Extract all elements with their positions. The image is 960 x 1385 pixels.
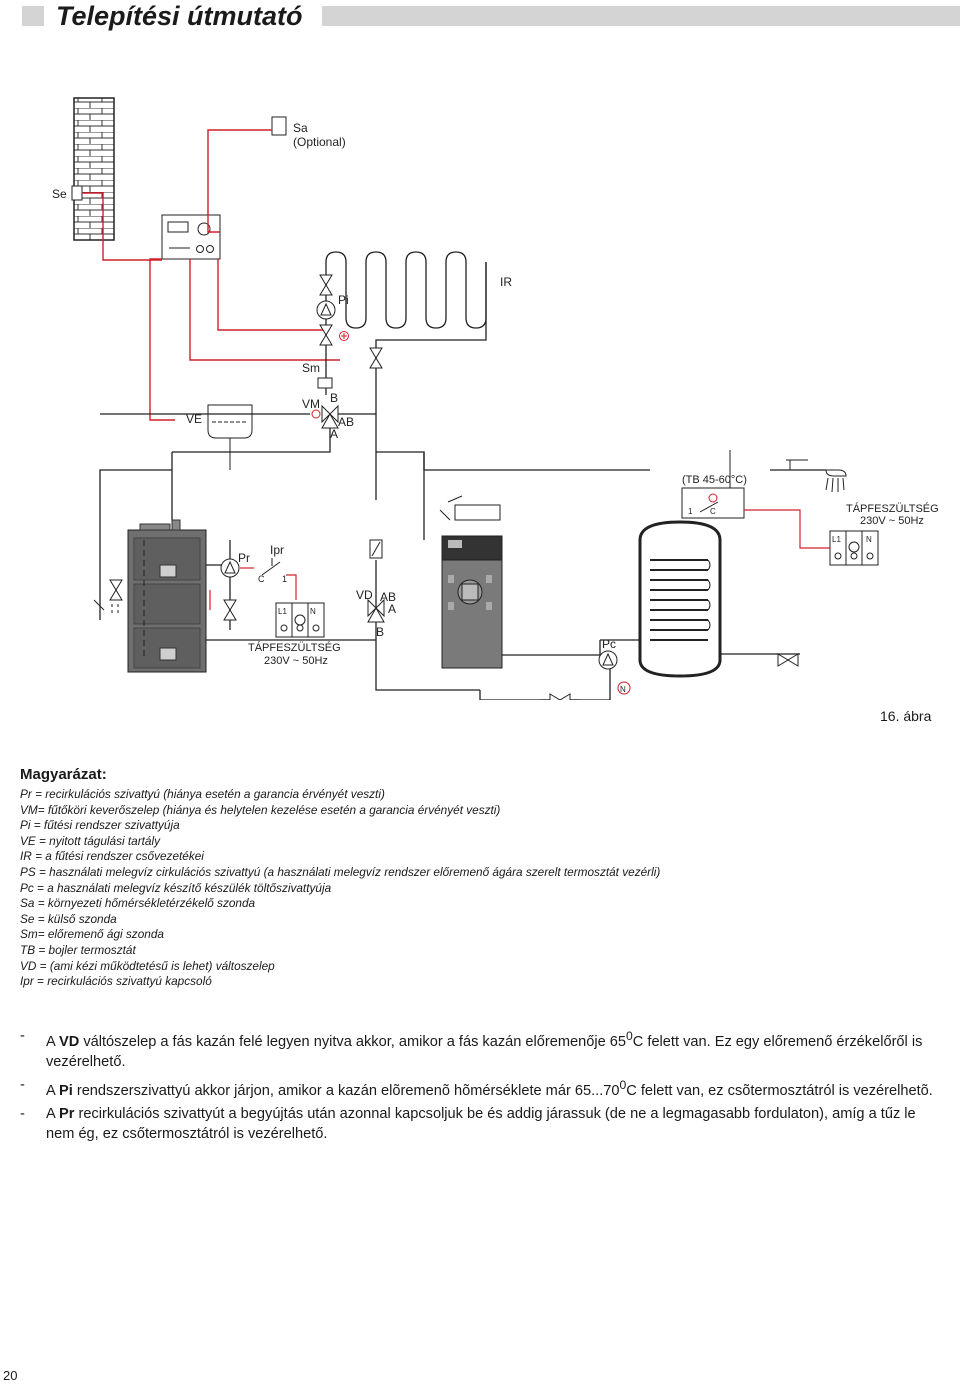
- header-square: [22, 6, 44, 26]
- label-vd-a: A: [388, 602, 396, 616]
- note-post: C felett van. Ez egy előremenő érzékelőr…: [46, 1033, 923, 1070]
- charging-pump-pc: [598, 650, 631, 695]
- cold-water-valve: [549, 693, 571, 700]
- note-bold: Pi: [58, 1082, 73, 1099]
- label-vm: VM: [302, 397, 320, 411]
- label-vd-b: B: [376, 625, 384, 639]
- note-pre: A: [46, 1105, 59, 1122]
- legend-item: Pc = a használati melegvíz készítő készü…: [20, 880, 332, 895]
- note-pre: A: [46, 1082, 59, 1099]
- label-pr: Pr: [238, 551, 250, 565]
- legend-item: VE = nyitott tágulási tartály: [20, 833, 160, 848]
- label-sa: Sa: [293, 121, 308, 135]
- note-text: recirkulációs szivattyút a begyújtás utá…: [46, 1105, 916, 1142]
- legend-item: Pr = recirkulációs szivattyú (hiánya ese…: [20, 787, 385, 801]
- note-bold: VD: [58, 1033, 80, 1050]
- page-number: 20: [3, 1368, 18, 1383]
- heating-pipe-coil: [325, 251, 487, 400]
- label-n-right: N: [866, 535, 872, 544]
- label-vm-b: B: [330, 391, 338, 405]
- label-l1-left: L1: [278, 607, 287, 616]
- legend-title: Magyarázat:: [20, 766, 107, 783]
- label-pc: Pc: [602, 637, 616, 651]
- label-tb-1: 1: [688, 507, 693, 516]
- mixing-valve-vm: [311, 404, 339, 429]
- label-vd: VD: [356, 588, 373, 602]
- note-dash: -: [20, 1105, 25, 1122]
- hot-water-tank: [638, 520, 722, 678]
- legend-item: VM= fűtőköri keverőszelep (hiánya és hel…: [20, 802, 501, 817]
- label-sa-optional: (Optional): [293, 135, 346, 149]
- label-ir: IR: [500, 275, 512, 289]
- note-sup: 0: [619, 1077, 627, 1092]
- label-power-right: TÁPFESZÜLTSÉG: [846, 502, 939, 515]
- tank-drain-valve: [777, 653, 799, 667]
- right-power-terminal: [829, 530, 879, 566]
- page-title: Telepítési útmutató: [56, 1, 303, 31]
- notes: - A VD váltószelep a fás kazán felé legye…: [20, 1026, 940, 1147]
- return-valve: [369, 347, 383, 369]
- note-item: - A Pi rendszerszivattyú akkor járjon, am…: [20, 1075, 940, 1101]
- diverting-valve-vd: [367, 539, 385, 623]
- heating-pump-pi: [316, 274, 349, 395]
- label-vm-a: A: [330, 427, 338, 441]
- label-n-left: N: [310, 607, 316, 616]
- label-vd-ab: AB: [380, 590, 396, 604]
- label-pi: Pi: [338, 293, 349, 307]
- label-l1-right: L1: [832, 535, 841, 544]
- label-n-pc: N: [620, 685, 626, 694]
- note-text: rendszerszivattyú akkor járjon, amikor a…: [72, 1082, 620, 1099]
- outdoor-sensor: [71, 185, 83, 201]
- legend-item: VD = (ami kézi működtetésű is lehet) vál…: [20, 958, 275, 973]
- label-power-left: TÁPFESZÜLTSÉG: [248, 641, 341, 654]
- label-se: Se: [52, 187, 67, 201]
- note-dash: -: [20, 1028, 25, 1044]
- legend-item: Sm= előremenő ági szonda: [20, 927, 164, 942]
- gas-boiler-safety-group: [454, 504, 501, 521]
- left-safety-valve: [109, 579, 123, 601]
- ipr-switch: [261, 558, 281, 576]
- flow-sensor: [317, 377, 333, 389]
- legend-item: Sa = környezeti hőmérsékletérzékelő szon…: [20, 896, 256, 911]
- legend: Magyarázat: Pr = recirkulációs szivattyú…: [20, 766, 940, 990]
- legend-item: PS = használati melegvíz cirkulációs szi…: [20, 864, 661, 879]
- note-item: - A Pr recirkulációs szivattyút a begyújt…: [20, 1104, 940, 1144]
- note-text: váltószelep a fás kazán felé legyen nyit…: [79, 1033, 627, 1050]
- tank-thermostat-tb: [681, 450, 745, 519]
- legend-item: TB = bojler termosztát: [20, 942, 136, 957]
- shower-outlet: [786, 459, 847, 493]
- legend-item: Ipr = recirkulációs szivattyú kapcsoló: [20, 974, 212, 989]
- header-bar: [322, 6, 960, 26]
- legend-item: Se = külső szonda: [20, 911, 117, 926]
- note-dash: -: [20, 1076, 25, 1093]
- label-vm-ab: AB: [338, 415, 354, 429]
- label-ipr-c: C: [258, 574, 265, 584]
- figure-label: 16. ábra: [880, 708, 932, 724]
- label-ipr-1: 1: [282, 574, 287, 584]
- room-sensor: [271, 116, 287, 136]
- label-sm: Sm: [302, 361, 320, 375]
- note-post: C felett van, ez csõtermosztátról is vez…: [626, 1082, 933, 1099]
- label-ve: VE: [186, 412, 202, 426]
- page-header: Telepítési útmutató: [22, 0, 960, 32]
- label-tb: (TB 45-60°C): [682, 474, 747, 486]
- brick-wall: [73, 97, 115, 241]
- recirculation-pump-pr: [220, 558, 240, 621]
- installation-diagram: Sa (Optional) Se IR Pi Sm: [52, 97, 939, 700]
- note-item: - A VD váltószelep a fás kazán felé legye…: [20, 1026, 940, 1072]
- label-ipr: Ipr: [270, 543, 284, 557]
- legend-item: IR = a fűtési rendszer csővezetékei: [20, 849, 204, 864]
- expansion-tank: [207, 404, 253, 470]
- label-power-right-v: 230V ~ 50Hz: [860, 515, 924, 527]
- gas-boiler: [441, 535, 503, 669]
- label-tb-c: C: [710, 507, 716, 516]
- note-sup: 0: [626, 1029, 633, 1043]
- wood-boiler: [127, 519, 207, 673]
- left-power-terminal: [275, 602, 325, 638]
- legend-item: Pi = fűtési rendszer szivattyúja: [20, 818, 180, 833]
- note-bold: Pr: [58, 1105, 75, 1122]
- note-pre: A: [46, 1033, 59, 1050]
- label-power-left-v: 230V ~ 50Hz: [264, 655, 328, 667]
